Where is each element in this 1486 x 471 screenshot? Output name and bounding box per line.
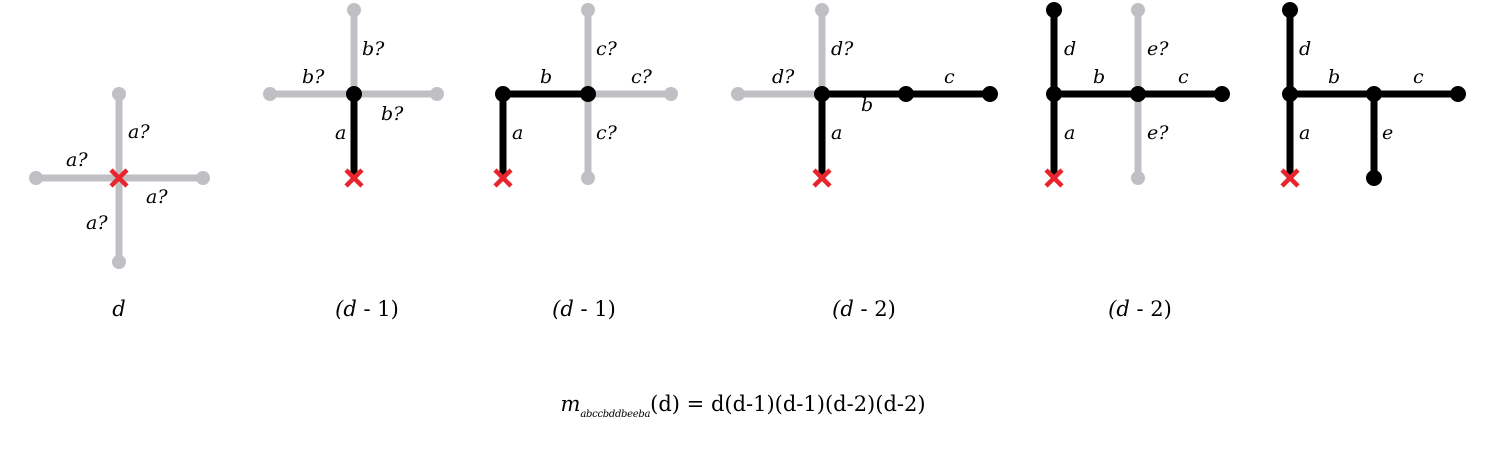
gray-node: [664, 87, 678, 101]
black-node: [1046, 2, 1062, 18]
edge-label: b?: [362, 38, 385, 60]
gray-node: [196, 171, 210, 185]
edge-label: a?: [146, 186, 168, 208]
start-cross-icon: [1044, 168, 1064, 188]
edge-label: a: [512, 122, 523, 144]
black-node: [898, 86, 914, 102]
edge-label: a: [831, 122, 842, 144]
start-cross-icon: [812, 168, 832, 188]
edge-label: d: [1299, 38, 1311, 60]
black-node: [580, 86, 596, 102]
black-node: [1282, 2, 1298, 18]
edge-label: a?: [66, 149, 88, 171]
black-node: [982, 86, 998, 102]
edge-label: b: [861, 94, 873, 116]
edge-label: e?: [1147, 38, 1169, 60]
formula-rhs: (d) = d(d-1)(d-1)(d-2)(d-2): [650, 392, 926, 416]
black-node: [1214, 86, 1230, 102]
black-node: [346, 86, 362, 102]
stage-6: d b c a e: [1280, 2, 1466, 188]
edge-label: c?: [596, 122, 618, 144]
edge-label: b?: [302, 66, 325, 88]
edge-label: c: [1413, 66, 1424, 88]
edge-label: a: [1064, 122, 1075, 144]
edge-label: a?: [86, 212, 108, 234]
edge-label: a: [335, 122, 346, 144]
stage-1: a? a? a? a? d: [29, 87, 210, 321]
gray-node: [1131, 171, 1145, 185]
edge-label: d: [1064, 38, 1076, 60]
edge-label: c?: [631, 66, 653, 88]
stage-3: c? c? c? b a (d - 1): [493, 3, 678, 321]
stage-caption: (d - 1): [552, 297, 616, 321]
edge-label: e?: [1147, 122, 1169, 144]
gray-node: [581, 171, 595, 185]
start-cross-icon: [109, 168, 129, 188]
stage-caption: (d - 1): [335, 297, 399, 321]
gray-node: [430, 87, 444, 101]
gray-node: [112, 255, 126, 269]
stage-5: d e? b c a e? (d - 2): [1044, 2, 1230, 321]
edge-label: a: [1299, 122, 1310, 144]
start-cross-icon: [344, 168, 364, 188]
edge-label: d?: [831, 38, 854, 60]
stage-2: b? b? b? a (d - 1): [263, 3, 444, 321]
edge-label: e: [1382, 122, 1393, 144]
edge-label: c: [1178, 66, 1189, 88]
black-node: [1366, 86, 1382, 102]
edge-label: b?: [381, 103, 404, 125]
gray-node: [263, 87, 277, 101]
stage-caption: (d - 2): [832, 297, 896, 321]
black-node: [1282, 86, 1298, 102]
gray-node: [815, 3, 829, 17]
start-cross-icon: [493, 168, 513, 188]
gray-node: [112, 87, 126, 101]
edge-label: a?: [128, 121, 150, 143]
edge-label: d?: [772, 66, 795, 88]
black-node: [1046, 86, 1062, 102]
black-node: [1450, 86, 1466, 102]
black-node: [1130, 86, 1146, 102]
gray-node: [731, 87, 745, 101]
stage-4: d? d? b c a (d - 2): [731, 3, 998, 321]
formula-subscript: abccbddbeeba: [580, 409, 651, 420]
stage-caption: d: [112, 297, 125, 321]
black-node: [814, 86, 830, 102]
edge-label: b: [540, 66, 552, 88]
edge-label: b: [1093, 66, 1105, 88]
gray-node: [347, 3, 361, 17]
edge-label: b: [1328, 66, 1340, 88]
stage-caption: (d - 2): [1108, 297, 1172, 321]
edge-label: c: [944, 66, 955, 88]
gray-node: [29, 171, 43, 185]
edge-label: c?: [596, 38, 618, 60]
black-node: [1366, 170, 1382, 186]
formula: mabccbddbeeba(d) = d(d-1)(d-1)(d-2)(d-2): [0, 392, 1486, 420]
gray-node: [1131, 3, 1145, 17]
gray-node: [581, 3, 595, 17]
start-cross-icon: [1280, 168, 1300, 188]
black-node: [495, 86, 511, 102]
formula-function: m: [560, 392, 581, 416]
